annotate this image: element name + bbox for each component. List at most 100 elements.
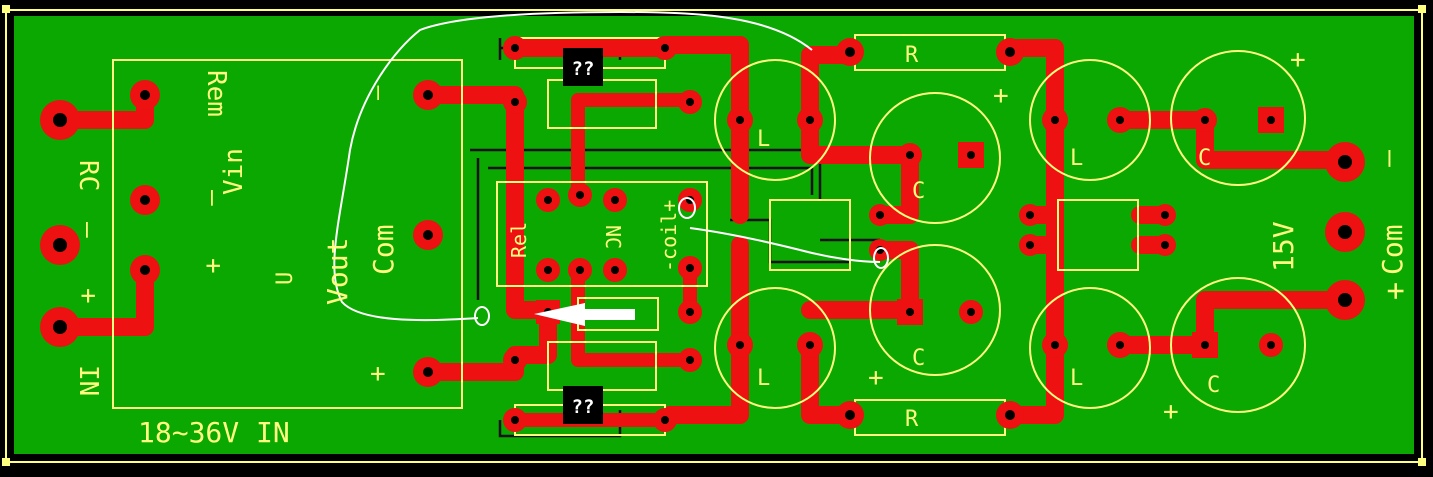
pad-r2-r <box>996 401 1024 429</box>
pad-l1-b <box>797 107 823 133</box>
pad-res-bot-r <box>653 408 677 432</box>
unknown-marker-bottom: ?? <box>563 386 603 424</box>
module-minus-label: – <box>198 190 228 206</box>
pad-c2-pos <box>897 299 923 325</box>
output-plus-label: + <box>1378 282 1413 300</box>
pad-c3-pos <box>1258 107 1284 133</box>
pad-relay-4 <box>536 258 560 282</box>
pad-vout-com <box>413 220 443 250</box>
corner-markers <box>2 5 1426 466</box>
module-vin-label: Vin <box>219 148 249 195</box>
silkscreen-labels: 18~36V IN RC – + IN Rem – Vin + U Vout C… <box>73 43 1413 449</box>
pads <box>40 36 1365 432</box>
module-rem-label: Rem <box>201 70 231 117</box>
capacitor-2-outline <box>869 244 1001 376</box>
inductor-2-outline <box>714 287 836 409</box>
pad-smd-2b <box>1019 234 1041 256</box>
pad-rc-minus <box>40 225 80 265</box>
inductor-l2-label: L <box>757 366 770 391</box>
pad-coil-minus <box>678 256 702 280</box>
unknown-marker-bottom-text: ?? <box>572 396 595 418</box>
rc-minus-label: – <box>73 222 103 238</box>
pad-unk-bot-r <box>678 348 702 372</box>
pad-c4-pos <box>1192 332 1218 358</box>
inductor-l3-label: L <box>1070 146 1083 171</box>
wire-joint-3 <box>873 247 889 269</box>
pad-l4-b <box>1107 332 1133 358</box>
pad-res-top-l <box>503 36 527 60</box>
pad-relay-2 <box>568 183 592 207</box>
pad-smd-3b <box>1154 234 1176 256</box>
pad-relay-6 <box>603 258 627 282</box>
pad-res-top-r <box>653 36 677 60</box>
pad-out-minus <box>1325 142 1365 182</box>
pad-unk-bot-l <box>503 348 527 372</box>
pad-c2-neg <box>959 300 983 324</box>
in-label: IN <box>73 365 103 396</box>
pad-smd-2a <box>1019 204 1041 226</box>
pad-l3-b <box>1107 107 1133 133</box>
pad-c4-neg <box>1259 333 1283 357</box>
output-com-label: Com <box>1376 224 1409 275</box>
pad-l3-a <box>1042 107 1068 133</box>
pad-r2-l <box>836 401 864 429</box>
pad-coil-plus <box>678 188 702 212</box>
pad-vin-plus <box>130 255 160 285</box>
board-outline <box>5 9 1423 463</box>
cap-c1-plus-label: + <box>993 81 1009 111</box>
output-voltage-label: 15V <box>1267 221 1300 272</box>
pad-in-plus <box>40 307 80 347</box>
relay-outline <box>496 181 708 287</box>
unknown-marker-top-text: ?? <box>572 58 595 80</box>
module-com-label: Com <box>367 224 400 275</box>
inductor-3-outline <box>1029 59 1151 181</box>
module-plus-out-label: + <box>370 359 386 389</box>
jumper-wires <box>333 10 889 326</box>
pad-r1-l <box>836 38 864 66</box>
capacitor-1-outline <box>869 92 1001 224</box>
pad-smd-3a <box>1154 204 1176 226</box>
resistor-r2-label: R <box>905 407 919 432</box>
pad-l1-a <box>727 107 753 133</box>
rc-label: RC <box>73 160 103 191</box>
capacitor-c3-label: C <box>1198 146 1211 171</box>
pad-smd-1a <box>869 204 891 226</box>
cap-c3-plus-label: + <box>1290 45 1306 75</box>
inductor-1-outline <box>714 59 836 181</box>
module-u-label: U <box>273 272 298 285</box>
relay-nc-label: NC <box>601 225 625 249</box>
pad-l2-a <box>727 332 753 358</box>
cap-small-2-outline <box>1057 199 1139 271</box>
input-voltage-label: 18~36V IN <box>138 416 290 449</box>
pad-l2-b <box>797 332 823 358</box>
pad-c1-pos <box>958 142 984 168</box>
pad-c1-neg <box>898 143 922 167</box>
wire-joint-1 <box>474 306 490 326</box>
pad-out-plus <box>1325 280 1365 320</box>
output-minus-label: – <box>1375 150 1408 167</box>
capacitor-c2-label: C <box>912 346 925 371</box>
pad-diode-a <box>678 300 702 324</box>
relay-rel-label: Rel <box>507 222 531 258</box>
pad-relay-3 <box>603 188 627 212</box>
pad-vin-minus <box>130 185 160 215</box>
unknown-marker-top: ?? <box>563 48 603 86</box>
pad-unk-top-r <box>678 90 702 114</box>
module-minus-out-label: – <box>363 85 391 100</box>
wire-joint-2 <box>678 197 696 219</box>
pad-r1-r <box>996 38 1024 66</box>
cap-small-1-outline <box>769 199 851 271</box>
inductor-4-outline <box>1029 287 1151 409</box>
pad-out-com <box>1325 212 1365 252</box>
inductor-l1-label: L <box>757 127 770 152</box>
pad-rc-plus <box>40 100 80 140</box>
resistor-r1-label: R <box>905 43 919 68</box>
pad-vout-minus <box>413 80 443 110</box>
inductor-l4-label: L <box>1070 366 1083 391</box>
capacitor-3-outline <box>1170 50 1306 186</box>
capacitor-c4-label: C <box>1207 373 1220 398</box>
pad-unk-top-l <box>503 90 527 114</box>
capacitor-4-outline <box>1170 277 1306 413</box>
module-vout-label: Vout <box>321 238 354 305</box>
